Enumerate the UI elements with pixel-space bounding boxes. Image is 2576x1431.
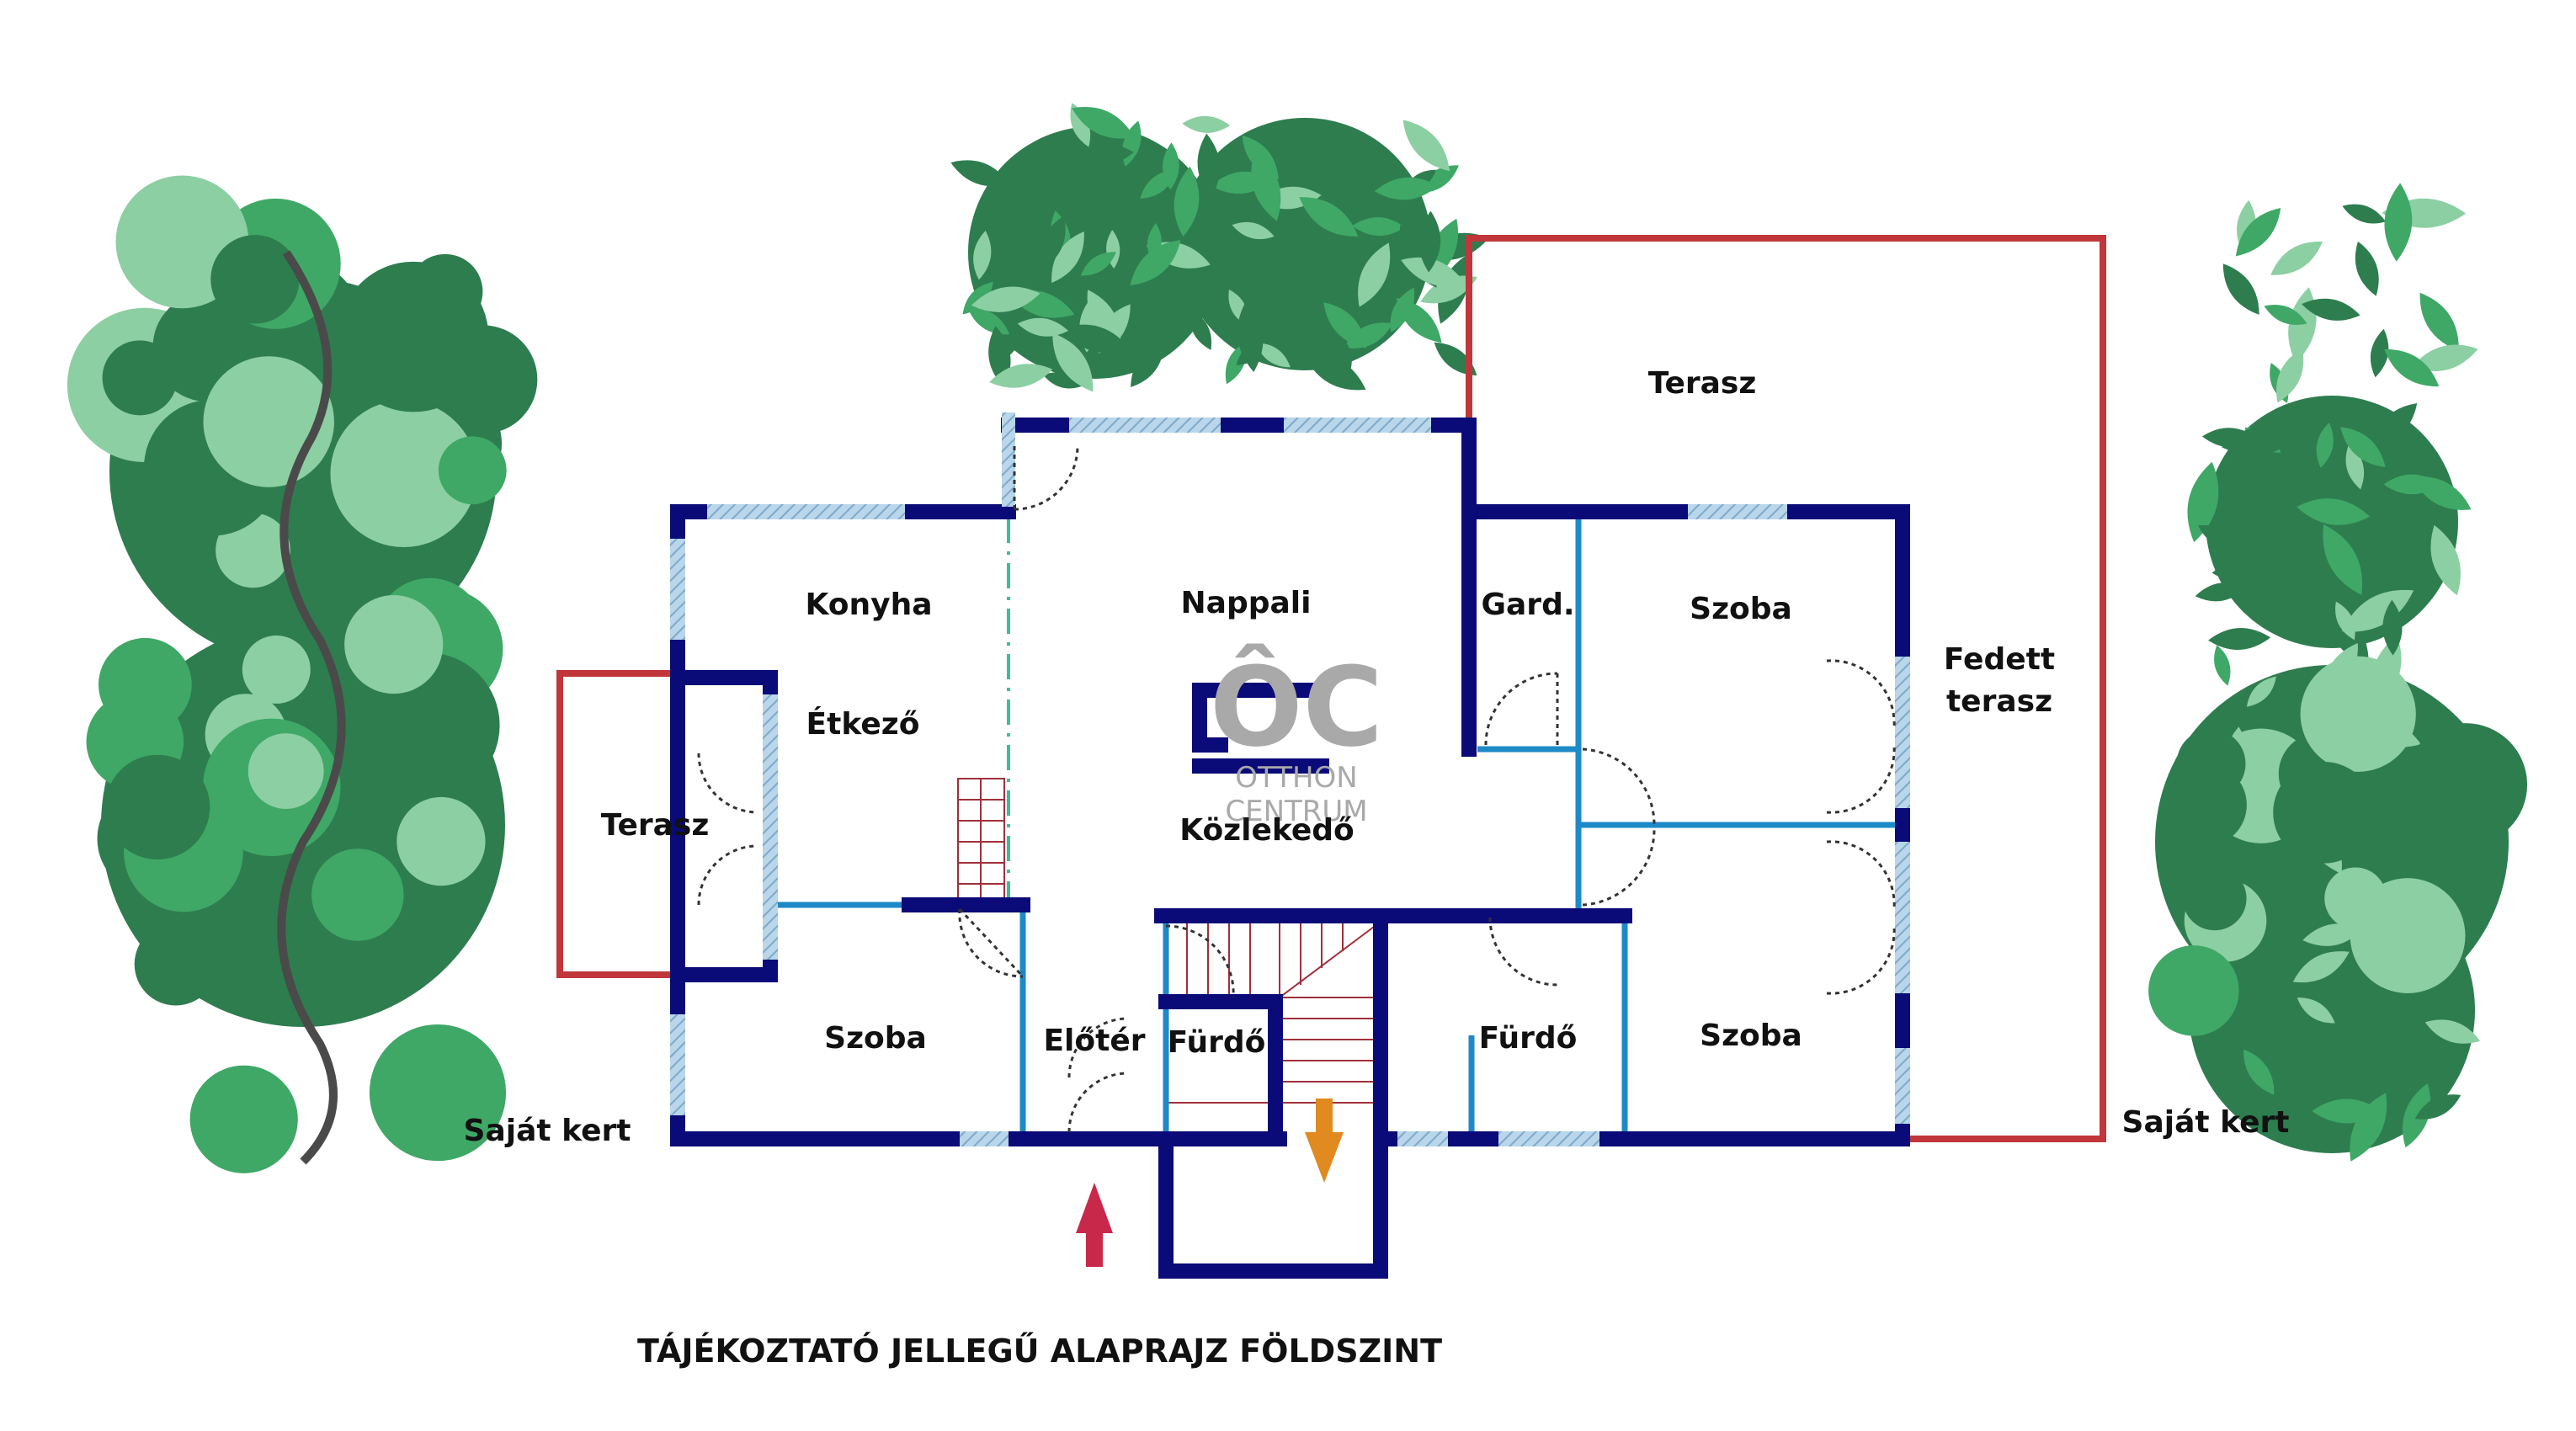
room-label-furdo-small: Fürdő <box>1168 1025 1266 1060</box>
room-label-szoba-se: Szoba <box>1700 1019 1802 1053</box>
room-label-etkezo: Étkező <box>806 706 920 742</box>
room-label-kozlekedo: Közlekedő <box>1179 813 1355 848</box>
door-swings <box>697 445 1896 1133</box>
plant-icon <box>950 103 1489 392</box>
walls <box>670 418 1910 1279</box>
entrance-arrow-icon <box>1076 1183 1113 1267</box>
terrace-outlines <box>556 235 2106 1142</box>
watermark-line2: CENTRUM <box>1225 795 1367 828</box>
room-label-fedett-2: terasz <box>1946 684 2052 719</box>
room-label-furdo-mid: Fürdő <box>1479 1021 1578 1056</box>
room-label-fedett-1: Fedett <box>1944 642 2055 677</box>
plant-icon <box>67 175 538 1173</box>
room-label-nappali: Nappali <box>1181 586 1312 620</box>
watermark-line1: OTTHON <box>1235 761 1357 795</box>
partitions <box>774 518 1903 1139</box>
plan-title: TÁJÉKOZTATÓ JELLEGŰ ALAPRAJZ FÖLDSZINT <box>637 1333 1442 1370</box>
plant-icon <box>2148 183 2528 1162</box>
room-label-eloter: Előtér <box>1043 1024 1145 1058</box>
garden-label-left: Saját kert <box>464 1114 631 1148</box>
room-label-terasz-top: Terasz <box>1648 366 1757 401</box>
room-label-terasz-left: Terasz <box>601 808 710 843</box>
garden-label-right: Saját kert <box>2122 1105 2290 1140</box>
watermark-logo: ÔC <box>1210 643 1383 771</box>
windows <box>670 412 1910 1146</box>
room-label-szoba-ne: Szoba <box>1690 592 1792 626</box>
stairs-down-arrow-icon <box>1305 1099 1344 1183</box>
watermark: ÔC OTTHON CENTRUM <box>1210 643 1383 828</box>
room-label-szoba-sw: Szoba <box>824 1021 927 1056</box>
room-label-konyha: Konyha <box>805 588 932 622</box>
room-label-gard: Gard. <box>1481 588 1574 622</box>
room-labels: Terasz Konyha Nappali Gard. Szoba Fedett… <box>464 366 2290 1148</box>
